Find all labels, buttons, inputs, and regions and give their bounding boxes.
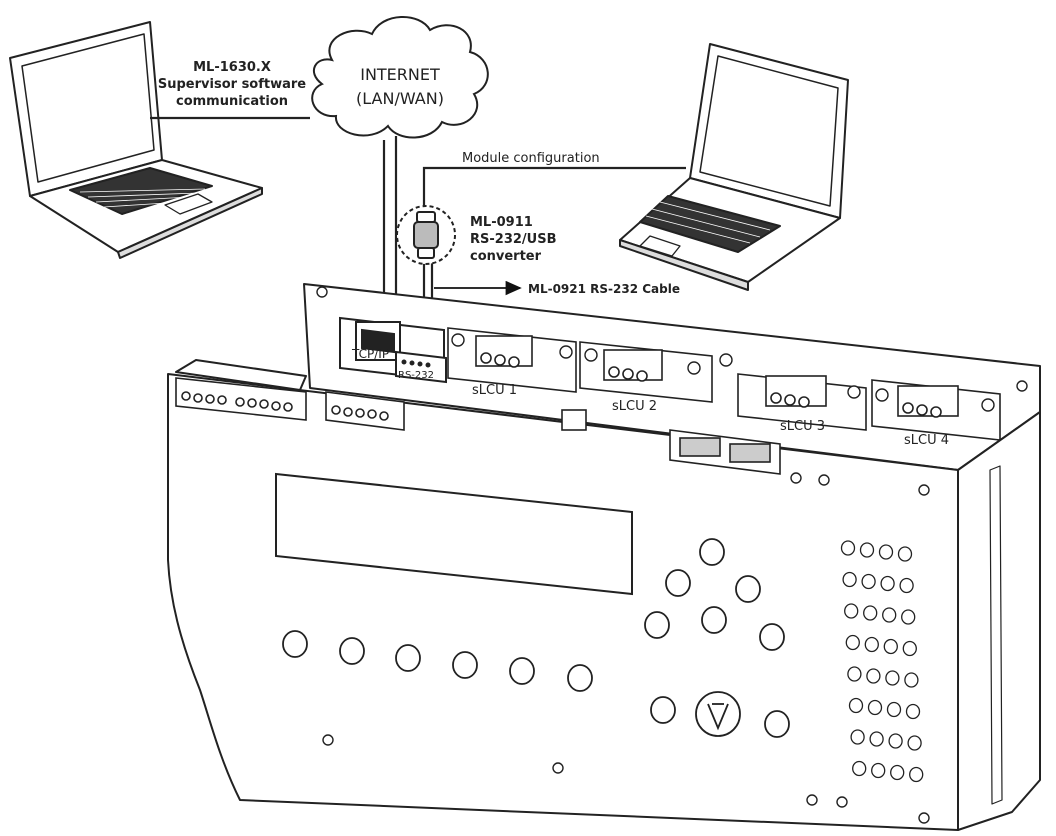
led-indicator bbox=[907, 705, 920, 719]
usb-converter-icon bbox=[414, 212, 438, 258]
led-indicator bbox=[908, 736, 921, 750]
led-indicator bbox=[848, 667, 861, 681]
rs232-port-label: RS-232 bbox=[398, 370, 434, 381]
led-indicator bbox=[903, 642, 916, 656]
led-indicator bbox=[884, 640, 897, 654]
led-indicator bbox=[891, 766, 904, 780]
supervisor-laptop bbox=[10, 22, 262, 258]
converter-label-line: ML-0911 bbox=[470, 215, 533, 230]
internet-label-line: INTERNET bbox=[360, 65, 440, 84]
led-indicator bbox=[881, 577, 894, 591]
led-indicator bbox=[846, 636, 859, 650]
supervisor-label-line: communication bbox=[176, 94, 288, 109]
led-indicator bbox=[905, 673, 918, 687]
cable-label: ML-0921 RS-232 Cable bbox=[528, 282, 680, 296]
led-indicator bbox=[888, 703, 901, 717]
led-indicator bbox=[862, 575, 875, 589]
led-indicator bbox=[850, 699, 863, 713]
led-indicator bbox=[900, 579, 913, 593]
key-switch-icon bbox=[696, 692, 740, 736]
led-indicator bbox=[851, 730, 864, 744]
led-indicator bbox=[853, 762, 866, 776]
led-indicator bbox=[902, 610, 915, 624]
slcu-2-label: sLCU 2 bbox=[612, 399, 657, 414]
led-indicator bbox=[870, 732, 883, 746]
led-indicator bbox=[872, 764, 885, 778]
led-indicator bbox=[910, 768, 923, 782]
led-indicator bbox=[845, 604, 858, 618]
led-indicator bbox=[886, 671, 899, 685]
module-configuration-label: Module configuration bbox=[462, 151, 600, 166]
led-indicator bbox=[861, 543, 874, 557]
led-indicator bbox=[864, 606, 877, 620]
slcu-1-label: sLCU 1 bbox=[472, 383, 517, 398]
supervisor-label-line: ML-1630.X bbox=[193, 60, 271, 75]
slcu-4-label: sLCU 4 bbox=[904, 433, 949, 448]
led-indicator bbox=[843, 573, 856, 587]
led-indicator bbox=[865, 638, 878, 652]
led-indicator bbox=[867, 669, 880, 683]
led-indicator bbox=[889, 734, 902, 748]
led-indicator bbox=[842, 541, 855, 555]
led-indicator bbox=[880, 545, 893, 559]
converter-label-line: converter bbox=[470, 249, 542, 264]
tcpip-port-label: TCP/IP bbox=[351, 347, 389, 361]
led-indicator bbox=[899, 547, 912, 561]
converter-label: ML-0911 RS-232/USB converter bbox=[470, 215, 556, 264]
converter-label-line: RS-232/USB bbox=[470, 232, 556, 247]
internet-label-line: (LAN/WAN) bbox=[356, 89, 444, 108]
led-indicator bbox=[869, 701, 882, 715]
supervisor-label-line: Supervisor software bbox=[158, 77, 306, 92]
slcu-3-label: sLCU 3 bbox=[780, 419, 825, 434]
led-indicator bbox=[883, 608, 896, 622]
supervisor-label: ML-1630.X Supervisor software communicat… bbox=[158, 60, 306, 109]
